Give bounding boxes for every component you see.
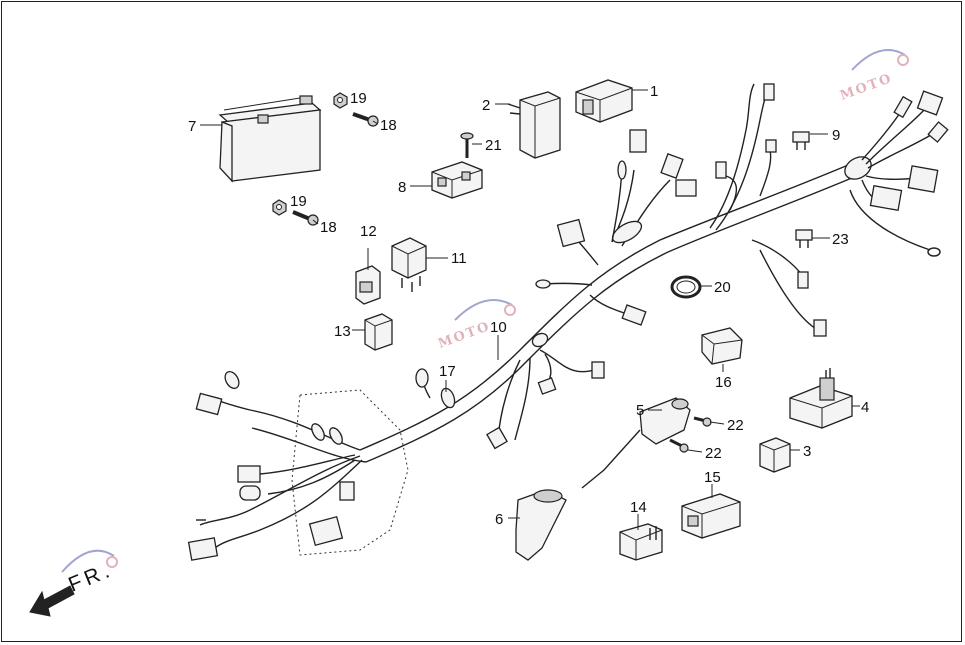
battery xyxy=(218,95,322,183)
voltage-regulator xyxy=(431,161,483,199)
callout-22-upper: 22 xyxy=(727,417,744,434)
main-wiring-harness xyxy=(187,83,949,561)
callout-19-lower: 19 xyxy=(290,193,307,210)
callout-5: 5 xyxy=(636,402,644,419)
callout-22-lower: 22 xyxy=(705,445,722,462)
callout-12: 12 xyxy=(360,223,377,240)
callout-3: 3 xyxy=(803,443,811,460)
nut-lower xyxy=(272,199,287,216)
svg-text:MOTO: MOTO xyxy=(436,319,493,352)
fuse-upper xyxy=(792,131,810,150)
rectifier-unit xyxy=(789,368,853,429)
callout-17: 17 xyxy=(439,363,456,380)
front-direction-arrow: FR. xyxy=(29,558,116,617)
callout-2: 2 xyxy=(482,97,490,114)
nut-upper xyxy=(333,92,348,109)
callout-9: 9 xyxy=(832,127,840,144)
relay-box xyxy=(575,79,633,123)
relay-bottom xyxy=(619,523,663,561)
regulator-bolt xyxy=(460,132,474,158)
callout-11: 11 xyxy=(451,250,467,267)
hose-clamp xyxy=(670,275,702,299)
callout-23: 23 xyxy=(832,231,849,248)
callout-21: 21 xyxy=(485,137,502,154)
callout-14: 14 xyxy=(630,499,647,516)
callout-16: 16 xyxy=(715,374,732,391)
rubber-cover xyxy=(701,327,743,365)
callout-6: 6 xyxy=(495,511,503,528)
coil-bolt-lower xyxy=(669,438,689,453)
bolt-upper xyxy=(352,112,379,127)
watermark-top-right: MOTO xyxy=(838,49,909,104)
front-direction-label: FR. xyxy=(65,558,116,596)
watermark-bottom-left xyxy=(61,549,118,573)
spark-plug-cap xyxy=(515,489,567,561)
callout-18-lower: 18 xyxy=(320,219,337,236)
callout-20: 20 xyxy=(714,279,731,296)
callout-15: 15 xyxy=(704,469,721,486)
fuse-holder xyxy=(355,265,381,305)
callout-7: 7 xyxy=(188,118,196,135)
callout-10: 10 xyxy=(490,319,507,336)
cdi-unit xyxy=(507,91,561,159)
callout-18-upper: 18 xyxy=(380,117,397,134)
callout-19-upper: 19 xyxy=(350,90,367,107)
relay-box-bottom xyxy=(681,493,741,539)
bolt-lower xyxy=(292,210,319,226)
fuse-lower xyxy=(795,229,813,248)
callout-1: 1 xyxy=(650,83,658,100)
callout-4: 4 xyxy=(861,399,869,416)
coil-bolt-upper xyxy=(693,416,712,427)
flasher-relay xyxy=(759,437,791,473)
callout-labels: 1 2 3 4 5 6 7 8 9 10 11 12 13 14 15 16 1… xyxy=(188,83,869,528)
svg-text:MOTO: MOTO xyxy=(838,71,895,104)
callout-13: 13 xyxy=(334,323,351,340)
relay-small xyxy=(364,313,393,351)
callout-8: 8 xyxy=(398,179,406,196)
starter-relay xyxy=(391,237,427,292)
leader-lines xyxy=(200,89,860,530)
